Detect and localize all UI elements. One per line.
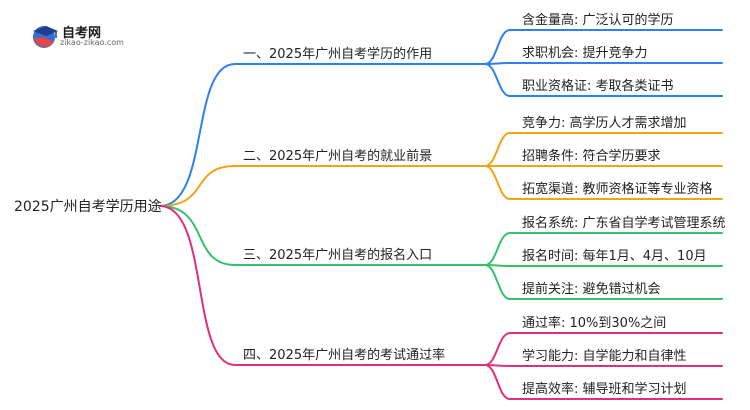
leaf-4-1: 通过率: 10%到30%之间 [522,316,667,331]
leaf-1-3: 职业资格证: 考取各类证书 [522,79,674,94]
branch-label-2: 二、2025年广州自考的就业前景 [243,149,433,164]
branch-label-1: 一、2025年广州自考学历的作用 [243,47,433,62]
branch-label-3: 三、2025年广州自考的报名入口 [243,248,433,263]
graduation-cap-icon [33,26,58,48]
connector-branch-4-leaf-2 [484,364,723,367]
leaf-3-2: 报名时间: 每年1月、4月、10月 [522,249,707,264]
root-topic: 2025广州自考学历用途 [14,199,162,215]
connector-branch-2-leaf-3 [484,165,723,200]
logo-domain: zikao-zikao.com [60,38,124,47]
connector-root-branch-3 [159,205,486,266]
leaf-2-2: 招聘条件: 符合学历要求 [522,149,661,164]
connector-branch-1-leaf-2 [484,62,723,65]
branch-label-4: 四、2025年广州自考的考试通过率 [243,348,446,363]
leaf-4-2: 学习能力: 自学能力和自律性 [522,349,687,364]
connector-branch-3-leaf-2 [484,264,723,267]
connector-root-branch-4 [159,205,486,366]
connector-root-branch-1 [159,63,486,207]
connector-branch-2-leaf-1 [484,132,723,167]
site-logo[interactable]: 自考网 zikao-zikao.com [30,22,140,52]
connector-branch-4-leaf-1 [484,332,723,366]
connector-branch-4-leaf-3 [484,364,723,400]
leaf-4-3: 提高效率: 辅导班和学习计划 [522,382,687,397]
connector-branch-1-leaf-3 [484,63,723,97]
leaf-2-1: 竞争力: 高学历人才需求增加 [522,116,687,131]
connector-branch-3-leaf-1 [484,232,723,266]
leaf-3-1: 报名系统: 广东省自学考试管理系统 [522,216,726,231]
leaf-1-2: 求职机会: 提升竞争力 [522,46,648,61]
logo-name: 自考网 [62,26,102,41]
connector-root-branch-2 [159,165,486,207]
leaf-3-3: 提前关注: 避免错过机会 [522,282,661,297]
leaf-1-1: 含金量高: 广泛认可的学历 [522,13,674,28]
connector-branch-3-leaf-3 [484,264,723,300]
leaf-2-3: 拓宽渠道: 教师资格证等专业资格 [522,182,713,197]
connector-branch-1-leaf-1 [484,29,723,65]
